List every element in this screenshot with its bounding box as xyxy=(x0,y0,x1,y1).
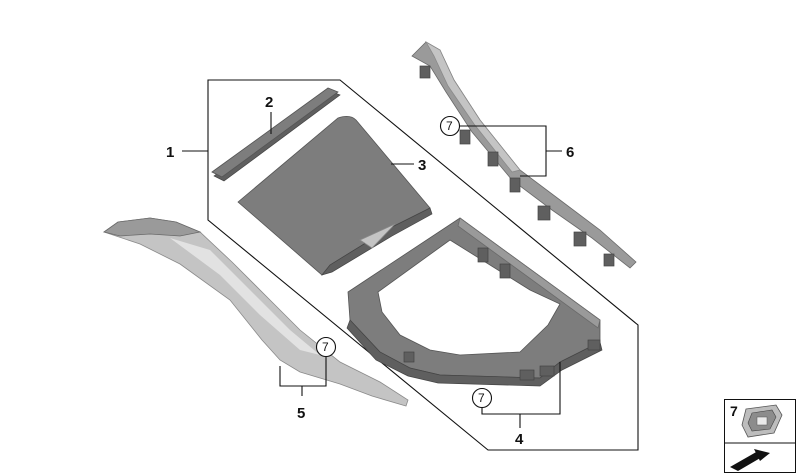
ref-7-near-6: 7 xyxy=(439,115,461,137)
ref-7-near-4-label: 7 xyxy=(478,391,485,405)
callout-2: 2 xyxy=(265,94,273,111)
group-frame-part-1 xyxy=(207,79,639,451)
part-4-console-frame xyxy=(346,217,603,387)
ref-7-near-5-label: 7 xyxy=(322,340,329,354)
leader-5 xyxy=(279,357,327,396)
callout-5: 5 xyxy=(297,405,305,422)
part-6-long-rail xyxy=(411,40,637,269)
part-3-cover-panel xyxy=(237,116,433,276)
callout-3: 3 xyxy=(418,157,426,174)
legend-item-number: 7 xyxy=(730,403,738,419)
ref-7-near-6-label: 7 xyxy=(446,119,453,133)
ref-7-near-4: 7 xyxy=(471,387,493,409)
clip-fastener-icon xyxy=(741,404,783,438)
leader-6 xyxy=(460,125,562,177)
part-5-side-trim xyxy=(103,217,409,407)
legend-fastener-box: 7 xyxy=(724,399,796,473)
callout-1: 1 xyxy=(166,144,174,161)
part-2-trim-strip xyxy=(211,87,341,182)
ref-7-near-5: 7 xyxy=(315,336,337,358)
callout-4: 4 xyxy=(515,431,524,448)
navigation-arrow-icon xyxy=(730,449,770,471)
leader-4 xyxy=(481,362,561,428)
callout-6: 6 xyxy=(566,144,574,161)
